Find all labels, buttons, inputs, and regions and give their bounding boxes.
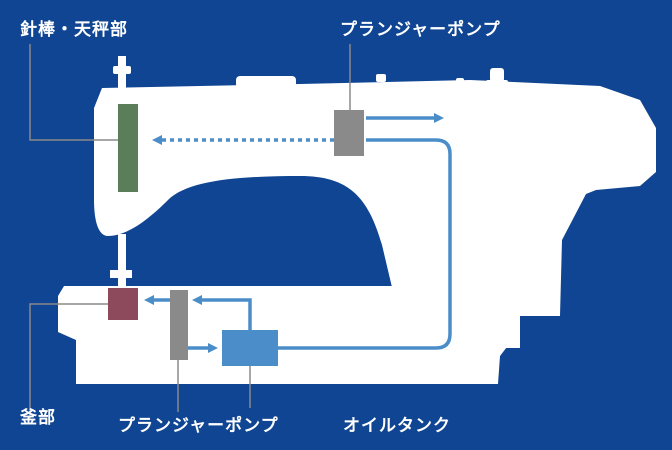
top-small-bump-a — [376, 74, 386, 82]
bed-right-step — [498, 322, 520, 348]
flow-tank-return-loop — [278, 138, 452, 350]
flow-tank-to-bottom-pump — [192, 295, 252, 330]
spool-pin-base — [486, 80, 508, 88]
label-needle-bar-takeup: 針棒・天秤部 — [20, 20, 128, 40]
label-plunger-pump-bottom: プランジャーポンプ — [118, 416, 279, 436]
needle-bar-lower — [118, 234, 126, 288]
plunger-pump-top — [334, 110, 364, 156]
oil-tank — [222, 330, 278, 366]
hook-part — [108, 288, 138, 320]
label-hook: 釜部 — [20, 408, 56, 428]
leader-needle — [29, 44, 118, 141]
leader-lines — [29, 44, 351, 420]
machine-upper-arm — [94, 80, 656, 316]
top-cover-bump — [236, 76, 296, 88]
needle-bar-takeup-part — [118, 104, 138, 192]
sewing-machine-body — [58, 56, 656, 384]
plunger-pump-bottom — [170, 290, 188, 360]
label-plunger-pump-top: プランジャーポンプ — [340, 20, 501, 40]
thread-tension-knob — [490, 68, 504, 82]
top-small-bump-b — [456, 78, 464, 84]
label-oil-tank: オイルタンク — [343, 416, 451, 436]
needle-bar-cap — [113, 66, 131, 74]
leader-hook — [29, 303, 108, 420]
oil-flow — [144, 113, 452, 353]
presser-foot — [110, 270, 132, 278]
